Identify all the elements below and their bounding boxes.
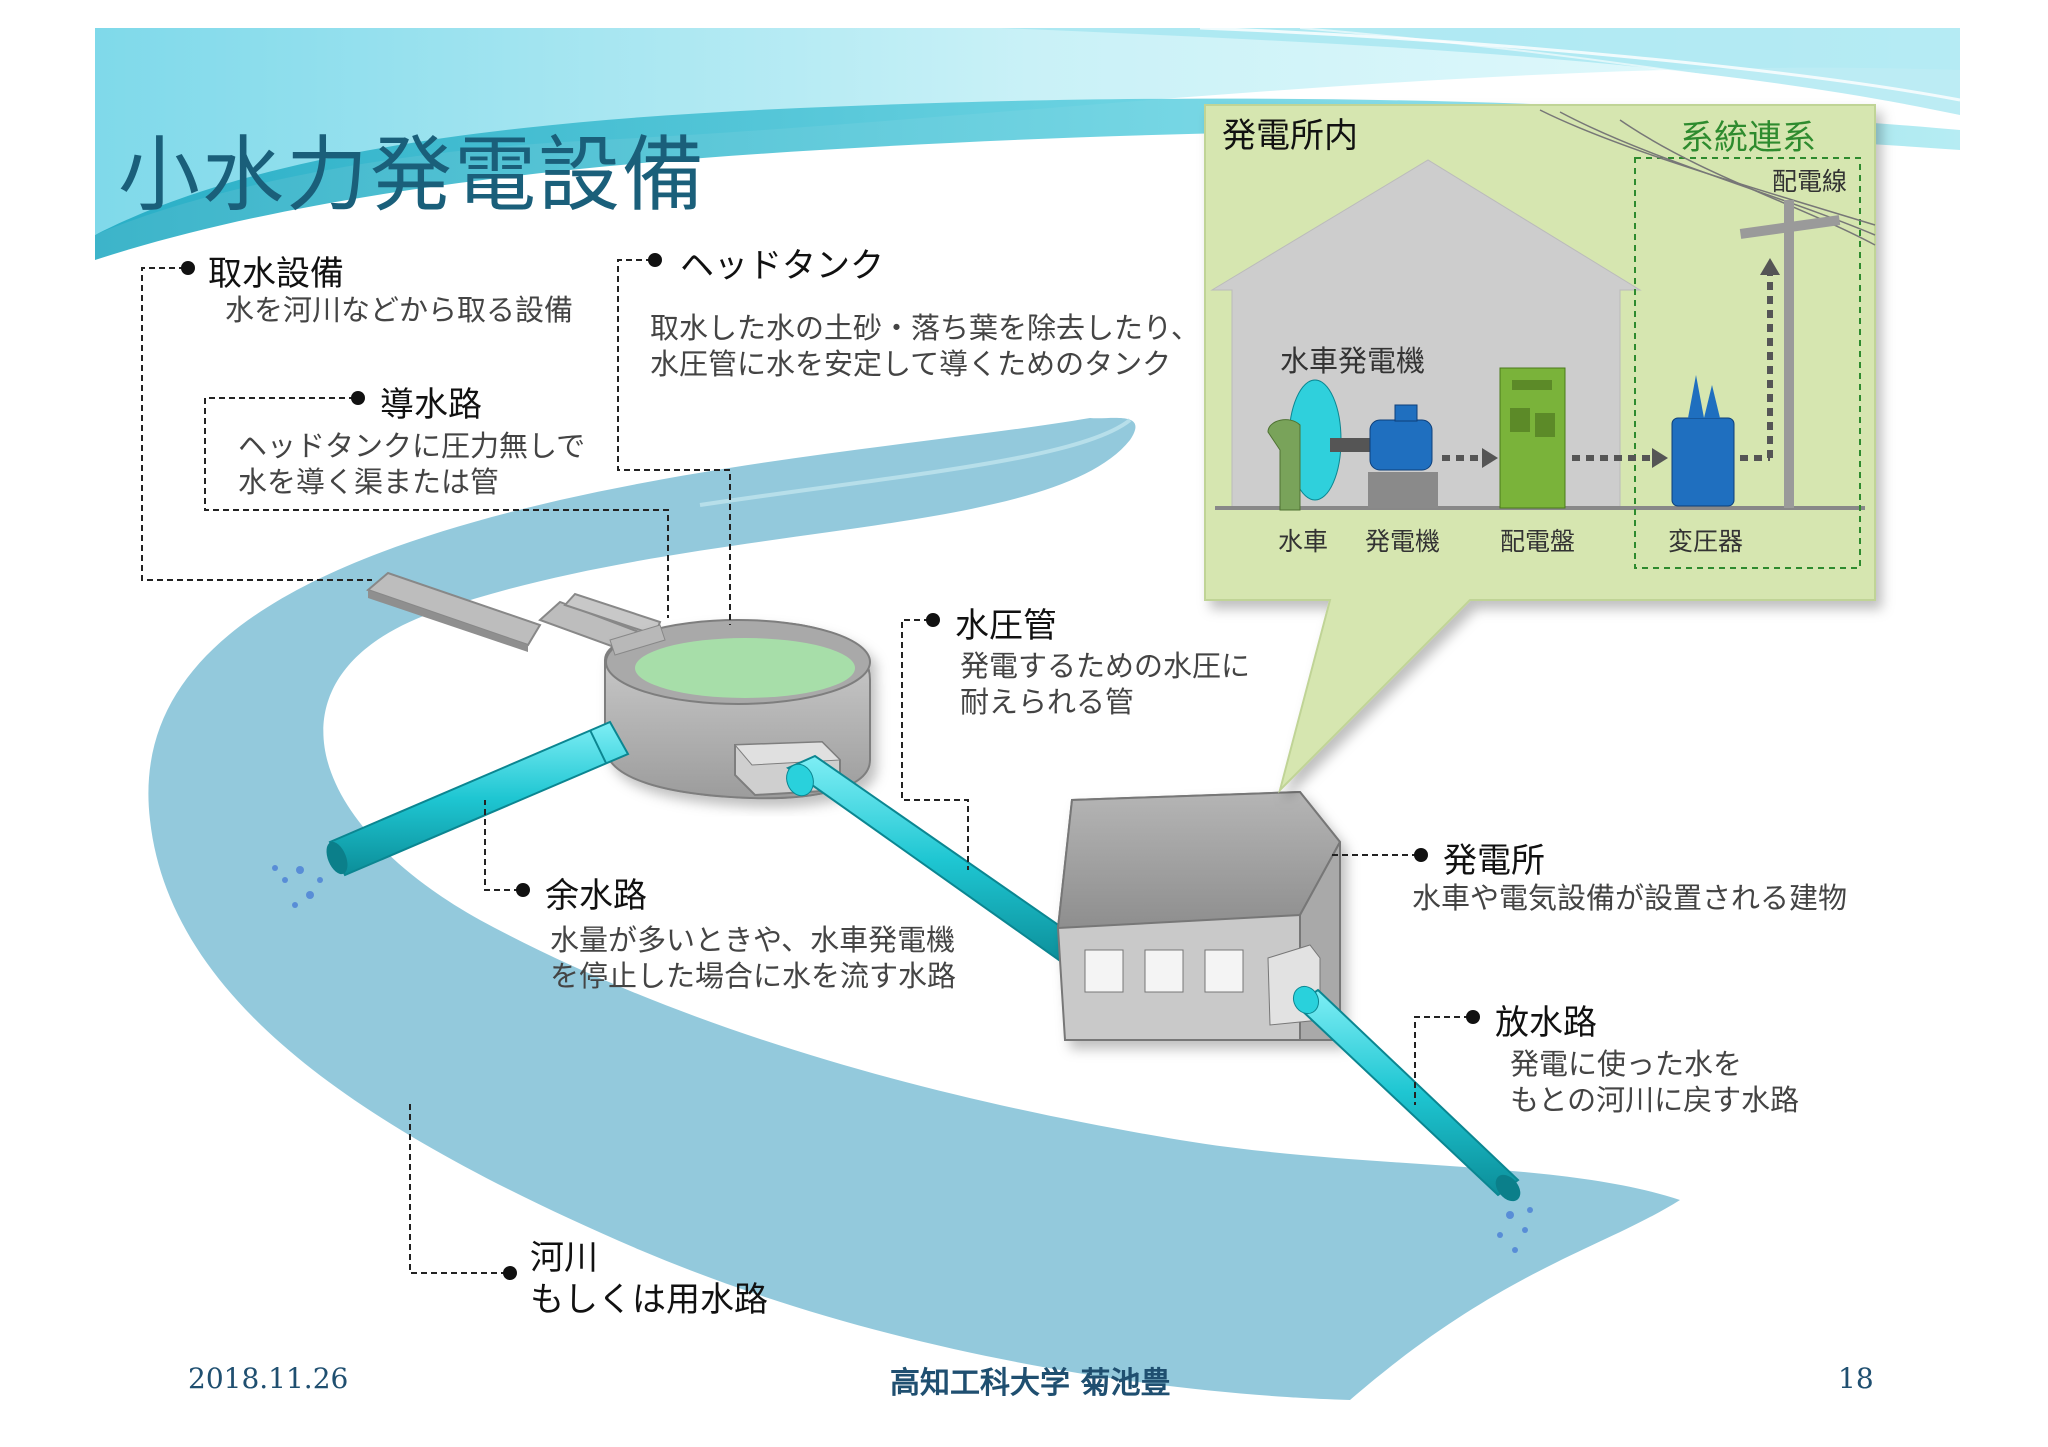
footer-author: 高知工科大学 菊池豊 (890, 1366, 1171, 1401)
head-tank-desc-1: 取水した水の土砂・落ち葉を除去したり、 (650, 311, 1200, 345)
spillway-label: 余水路 (545, 876, 647, 916)
generator-unit-label: 水車発電機 (1280, 344, 1426, 378)
header-waves (95, 26, 1961, 260)
powerhouse-desc: 水車や電気設備が設置される建物 (1412, 881, 1848, 915)
tailrace-desc-1: 発電に使った水を (1510, 1047, 1743, 1081)
penstock-desc-1: 発電するための水圧に (960, 649, 1251, 683)
intake-weir (366, 571, 662, 662)
headrace-label: 導水路 (380, 385, 482, 425)
penstock-label: 水圧管 (955, 606, 1057, 646)
leader-lines (141, 259, 1470, 1274)
intake-label: 取水設備 (208, 254, 344, 294)
penstock-desc-2: 耐えられる管 (960, 685, 1135, 719)
transformer-label: 変圧器 (1668, 527, 1744, 556)
generator-label: 発電機 (1365, 527, 1441, 556)
headrace-desc-1: ヘッドタンクに圧力無しで (238, 429, 586, 463)
turbine-label: 水車 (1278, 527, 1329, 556)
footer-date: 2018.11.26 (188, 1362, 349, 1395)
powerhouse-building (1056, 790, 1342, 1041)
spillway-desc-2: を停止した場合に水を流す水路 (550, 959, 957, 993)
inset-title: 発電所内 (1222, 116, 1358, 156)
spillway-pipe (272, 720, 630, 908)
river-label: 河川 (530, 1238, 598, 1278)
spillway-desc-1: 水量が多いときや、水車発電機 (550, 923, 956, 957)
tailrace-label: 放水路 (1495, 1003, 1597, 1043)
head-tank-label: ヘッドタンク (680, 246, 884, 286)
grid-connection-title: 系統連系 (1680, 118, 1816, 158)
inset-panel (1204, 104, 1876, 794)
river-desc: もしくは用水路 (530, 1280, 768, 1320)
footer-page-number: 18 (1838, 1362, 1874, 1395)
distribution-line-label: 配電線 (1772, 167, 1848, 196)
switchboard-label: 配電盤 (1500, 527, 1576, 556)
head-tank-desc-2: 水圧管に水を安定して導くためのタンク (650, 347, 1172, 381)
powerhouse-label: 発電所 (1443, 841, 1545, 881)
river-shape (148, 417, 1681, 1400)
callout-dots (181, 253, 1480, 1280)
headrace-desc-2: 水を導く渠または管 (238, 465, 500, 499)
tailrace-desc-2: もとの河川に戻す水路 (1510, 1083, 1800, 1117)
tailrace-pipe (1292, 985, 1533, 1253)
slide-title: 小水力発電設備 (118, 128, 707, 223)
intake-desc: 水を河川などから取る設備 (225, 293, 574, 327)
